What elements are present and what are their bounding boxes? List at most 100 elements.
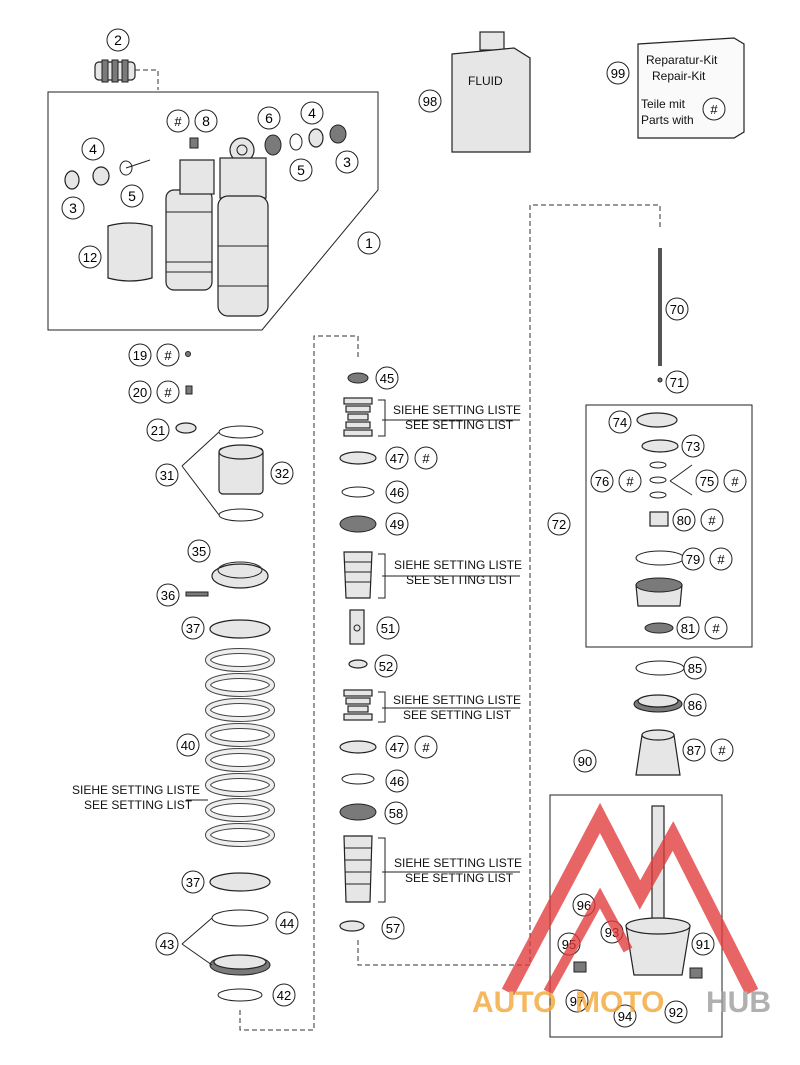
svg-text:97: 97 xyxy=(570,994,584,1009)
callout-74: 74 xyxy=(608,410,632,434)
svg-text:81: 81 xyxy=(681,621,695,636)
svg-text:87: 87 xyxy=(687,743,701,758)
callout-20-hash: # xyxy=(156,380,180,404)
svg-text:5: 5 xyxy=(128,188,136,204)
callout-45: 45 xyxy=(375,366,399,390)
svg-text:90: 90 xyxy=(578,754,592,769)
left-column-parts xyxy=(175,335,359,1031)
shock-assembly-frame xyxy=(47,91,379,331)
svg-text:57: 57 xyxy=(386,921,400,936)
callout-80: 80 xyxy=(672,508,696,532)
svg-text:35: 35 xyxy=(192,544,206,559)
repair-kit-line1: Reparatur-Kit xyxy=(646,53,718,67)
callout-8-hash: # xyxy=(166,109,190,133)
svg-text:73: 73 xyxy=(686,439,700,454)
callout-46a: 46 xyxy=(385,480,409,504)
adjuster-knob-part xyxy=(94,59,159,90)
svg-text:#: # xyxy=(717,552,725,567)
callout-44: 44 xyxy=(275,911,299,935)
svg-text:47: 47 xyxy=(390,740,404,755)
callout-47b-hash: # xyxy=(414,735,438,759)
callout-57: 57 xyxy=(381,916,405,940)
svg-text:#: # xyxy=(164,348,172,363)
setting-label-en-4: SEE SETTING LIST xyxy=(405,871,514,885)
svg-text:85: 85 xyxy=(688,661,702,676)
callout-71: 71 xyxy=(665,370,689,394)
setting-list-labels: SIEHE SETTING LISTE SEE SETTING LIST SIE… xyxy=(72,403,522,885)
setting-label-de-5: SIEHE SETTING LISTE xyxy=(72,783,200,797)
callout-37b: 37 xyxy=(181,870,205,894)
callout-1: 1 xyxy=(357,231,381,255)
callout-79: 79 xyxy=(681,547,705,571)
svg-text:#: # xyxy=(422,451,430,466)
callout-layer: 2 1 4 5 3 12 # 8 6 4 5 3 98 99 # 19 # 20… xyxy=(61,28,747,1028)
setting-label-de-3: SIEHE SETTING LISTE xyxy=(393,693,521,707)
callout-5a: 5 xyxy=(120,184,144,208)
svg-text:4: 4 xyxy=(308,105,316,121)
callout-99: 99 xyxy=(606,61,630,85)
svg-text:32: 32 xyxy=(275,466,289,481)
svg-text:75: 75 xyxy=(700,474,714,489)
callout-73: 73 xyxy=(681,434,705,458)
watermark-text-moto: MOTO xyxy=(575,986,664,1019)
callout-6: 6 xyxy=(257,106,281,130)
svg-text:#: # xyxy=(731,474,739,489)
setting-label-en-5: SEE SETTING LIST xyxy=(84,798,193,812)
svg-text:71: 71 xyxy=(670,375,684,390)
setting-label-en-3: SEE SETTING LIST xyxy=(403,708,512,722)
svg-text:8: 8 xyxy=(202,113,210,129)
svg-text:20: 20 xyxy=(133,385,147,400)
svg-text:31: 31 xyxy=(160,468,174,483)
callout-31: 31 xyxy=(155,463,179,487)
callout-79-hash: # xyxy=(709,547,733,571)
repair-kit-line4: Parts with xyxy=(641,113,694,127)
fluid-label: FLUID xyxy=(468,74,503,88)
setting-label-de-4: SIEHE SETTING LISTE xyxy=(394,856,522,870)
svg-text:70: 70 xyxy=(670,302,684,317)
svg-text:#: # xyxy=(174,114,182,129)
callout-36: 36 xyxy=(156,583,180,607)
svg-text:44: 44 xyxy=(280,916,294,931)
callout-47b: 47 xyxy=(385,735,409,759)
callout-47a-hash: # xyxy=(414,446,438,470)
svg-text:#: # xyxy=(710,102,718,117)
callout-75-hash: # xyxy=(723,469,747,493)
svg-text:40: 40 xyxy=(181,738,195,753)
callout-51: 51 xyxy=(376,616,400,640)
callout-86: 86 xyxy=(683,693,707,717)
svg-text:3: 3 xyxy=(69,200,77,216)
callout-49: 49 xyxy=(385,512,409,536)
callout-76: 76 xyxy=(590,469,614,493)
svg-text:42: 42 xyxy=(277,988,291,1003)
svg-text:36: 36 xyxy=(161,588,175,603)
svg-text:#: # xyxy=(422,740,430,755)
svg-text:#: # xyxy=(164,385,172,400)
callout-87: 87 xyxy=(682,738,706,762)
svg-text:43: 43 xyxy=(160,937,174,952)
callout-19: 19 xyxy=(128,343,152,367)
callout-99-hash: # xyxy=(702,97,726,121)
svg-text:52: 52 xyxy=(379,659,393,674)
seal-rings-left xyxy=(64,159,151,190)
svg-text:1: 1 xyxy=(365,235,373,251)
svg-text:72: 72 xyxy=(552,517,566,532)
callout-20: 20 xyxy=(128,380,152,404)
svg-text:94: 94 xyxy=(618,1009,632,1024)
setting-label-de-2: SIEHE SETTING LISTE xyxy=(394,558,522,572)
middle-column-parts xyxy=(339,204,661,966)
repair-kit-box: Reparatur-Kit Repair-Kit Teile mit Parts… xyxy=(637,37,745,139)
callout-58: 58 xyxy=(384,801,408,825)
svg-text:76: 76 xyxy=(595,474,609,489)
callout-43: 43 xyxy=(155,932,179,956)
callout-75: 75 xyxy=(695,469,719,493)
callout-2: 2 xyxy=(106,28,130,52)
callout-72: 72 xyxy=(547,512,571,536)
svg-text:19: 19 xyxy=(133,348,147,363)
callout-4a: 4 xyxy=(81,137,105,161)
callout-52: 52 xyxy=(374,654,398,678)
callout-4b: 4 xyxy=(300,101,324,125)
svg-text:3: 3 xyxy=(343,154,351,170)
svg-text:58: 58 xyxy=(389,806,403,821)
callout-80-hash: # xyxy=(700,508,724,532)
